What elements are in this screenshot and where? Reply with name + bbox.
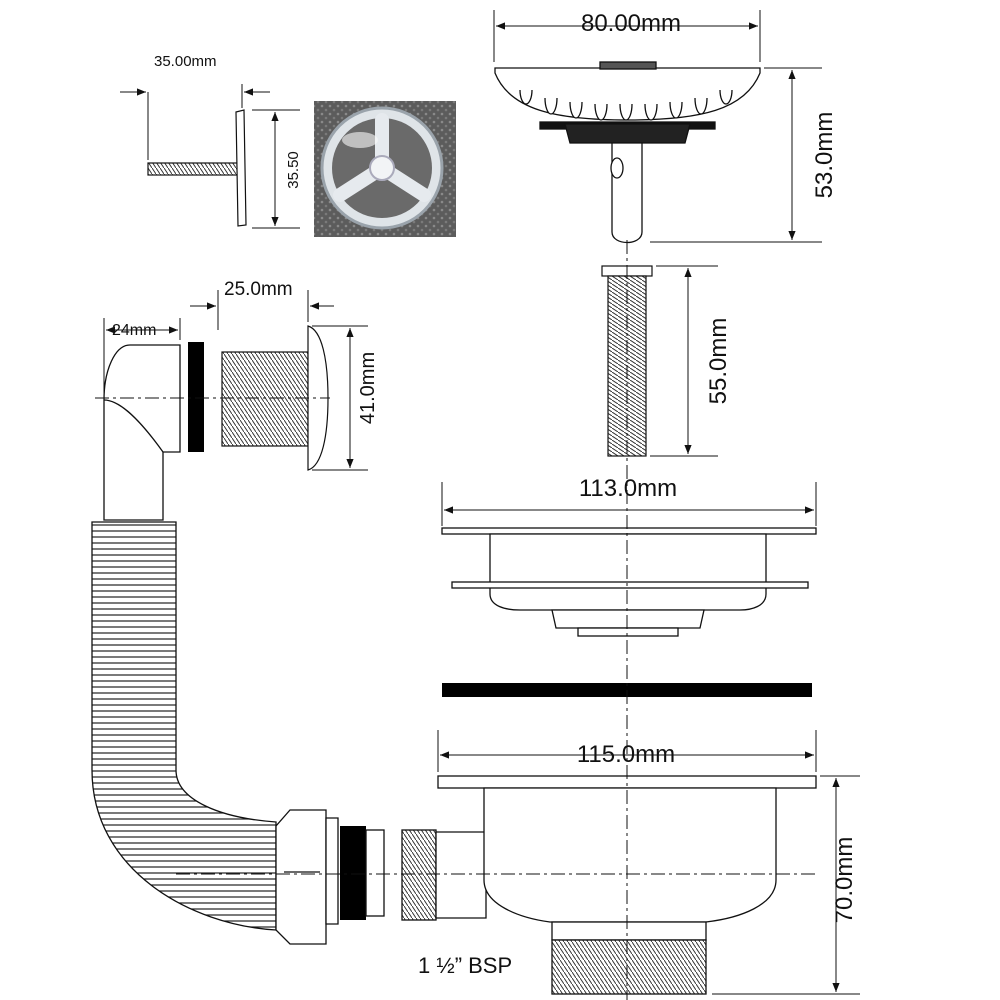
overflow-plate-height-dimension (252, 109, 300, 229)
upper-flange (441, 527, 817, 637)
bolt-length-label: 55.0mm (705, 318, 732, 405)
overflow-plate-width-label: 35.00mm (154, 53, 217, 70)
overflow-plate-side-view (147, 109, 247, 227)
thread-spec-label: 1 ½” BSP (418, 953, 512, 978)
connector-ring (365, 829, 385, 917)
body-flange-width-label: 115.0mm (577, 741, 675, 768)
strainer-width-dimension (493, 10, 761, 62)
overflow-face-height-label: 41.0mm (357, 352, 379, 424)
flexible-hose (91, 521, 277, 931)
hose-connector-nut (275, 809, 339, 945)
flange-width-label: 113.0mm (579, 475, 677, 502)
body-flange-width-dimension (437, 730, 817, 772)
overflow-body-length-label: 25.0mm (224, 279, 293, 300)
overflow-cover-photo (314, 101, 456, 237)
overflow-elbow-width-label: 24mm (112, 322, 156, 339)
overflow-gasket (188, 342, 204, 452)
overflow-plate-height-label: 35.50 (285, 151, 302, 189)
strainer-basket (494, 61, 761, 244)
bolt-length-dimension (650, 265, 718, 457)
overflow-elbow-width-dimension (103, 318, 181, 398)
body-height-dimension (712, 775, 860, 995)
strainer-height-dimension (650, 67, 822, 243)
overflow-face-height-dimension (312, 325, 368, 471)
flange-width-dimension (441, 482, 817, 526)
strainer-height-label: 53.0mm (811, 112, 838, 199)
strainer-width-label: 80.00mm (581, 10, 681, 37)
overflow-body-length-dimension (190, 290, 334, 330)
connector-washer (340, 826, 366, 920)
body-height-label: 70.0mm (831, 837, 858, 924)
outlet-pipe (401, 829, 487, 921)
overflow-plate-width-dimension (120, 84, 270, 160)
overflow-elbow (103, 344, 181, 521)
sink-outlet-body (437, 775, 817, 995)
